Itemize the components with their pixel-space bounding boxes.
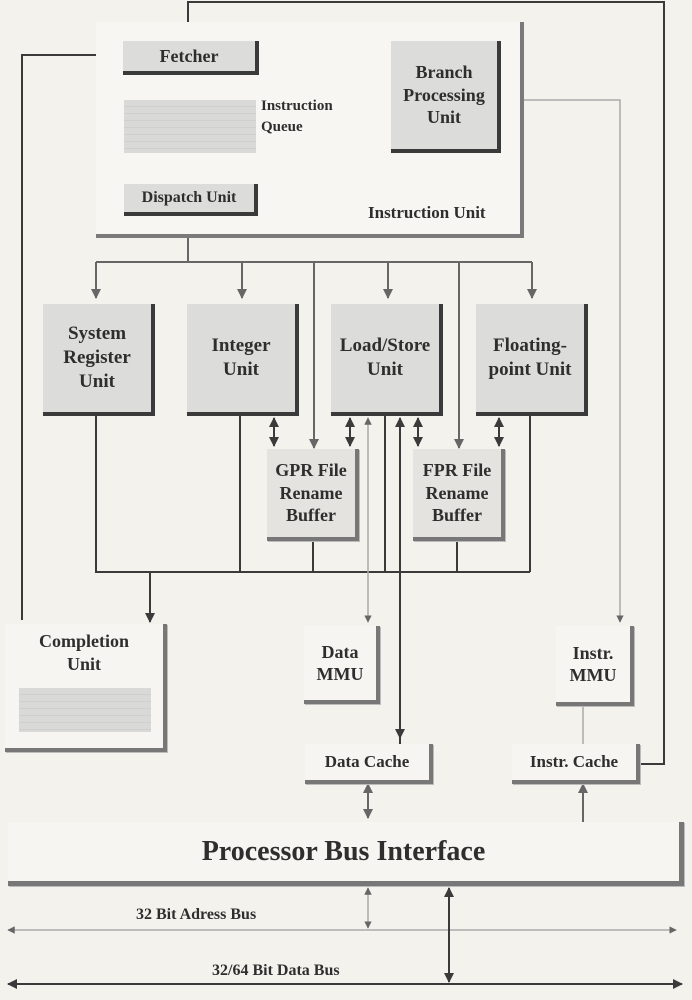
data-mmu-line2: MMU [316,664,364,684]
load-store-line1: Load/Store [339,335,431,357]
fetcher-label: Fetcher [159,45,219,66]
fetcher-box: Fetcher [123,41,259,75]
data-mmu-line1: Data [321,641,359,662]
floating-point-line2: point Unit [488,359,572,380]
load-store-line2: Unit [367,359,403,380]
gpr-line1: GPR File [275,460,347,481]
system-register-line3: Unit [79,370,115,392]
integer-line2: Unit [223,359,259,380]
instr-mmu-line1: Instr. [572,642,614,663]
floating-point-unit-box: Floating- point Unit [476,304,588,416]
completion-line1: Completion [39,631,129,651]
instruction-queue-label: Instruction Queue [261,96,333,138]
branch-label-line3: Unit [426,107,461,128]
fpr-line2: Rename [425,482,489,503]
processor-bus-interface-label: Processor Bus Interface [201,836,486,867]
instr-mmu-line2: MMU [569,665,617,685]
instr-cache-box: Instr. Cache [512,744,640,784]
completion-queue-graphic [19,688,151,732]
address-bus-label: 32 Bit Adress Bus [136,906,257,923]
completion-to-fetcher-line [21,50,119,620]
processor-bus-interface-box: Processor Bus Interface [8,822,684,886]
instr-cache-label: Instr. Cache [529,752,619,772]
gpr-rename-buffer-box: GPR File Rename Buffer [267,449,359,541]
fpr-rename-buffer-box: FPR File Rename Buffer [413,449,505,541]
integer-line1: Integer [211,335,271,357]
instruction-queue-line1: Instruction [261,98,333,114]
integer-unit-box: Integer Unit [187,304,299,416]
data-mmu-box: Data MMU [304,626,380,704]
branch-processing-unit-box: Branch Processing Unit [391,41,501,153]
data-bus-label: 32/64 Bit Data Bus [212,962,340,979]
fpr-line3: Buffer [432,505,482,526]
system-register-line1: System [67,323,127,345]
dispatch-unit-box: Dispatch Unit [124,184,258,216]
instr-mmu-box: Instr. MMU [556,626,634,706]
gpr-line2: Rename [279,482,343,503]
load-store-unit-box: Load/Store Unit [331,304,443,416]
system-register-unit-box: System Register Unit [43,304,155,416]
gpr-line3: Buffer [286,505,336,526]
completion-line2: Unit [66,653,101,674]
instruction-queue-line2: Queue [261,119,303,135]
branch-label-line2: Processing [403,84,485,105]
system-register-line2: Register [63,347,131,369]
instruction-unit-label: Instruction Unit [368,203,486,222]
branch-label-line1: Branch [415,62,473,83]
dispatch-unit-label: Dispatch Unit [141,189,237,206]
fpr-line1: FPR File [422,460,492,481]
instruction-queue-graphic [124,100,256,153]
data-cache-box: Data Cache [305,744,433,784]
instr-cache-to-fetcher-line [183,1,665,765]
floating-point-line1: Floating- [493,335,567,357]
data-cache-label: Data Cache [324,752,410,772]
